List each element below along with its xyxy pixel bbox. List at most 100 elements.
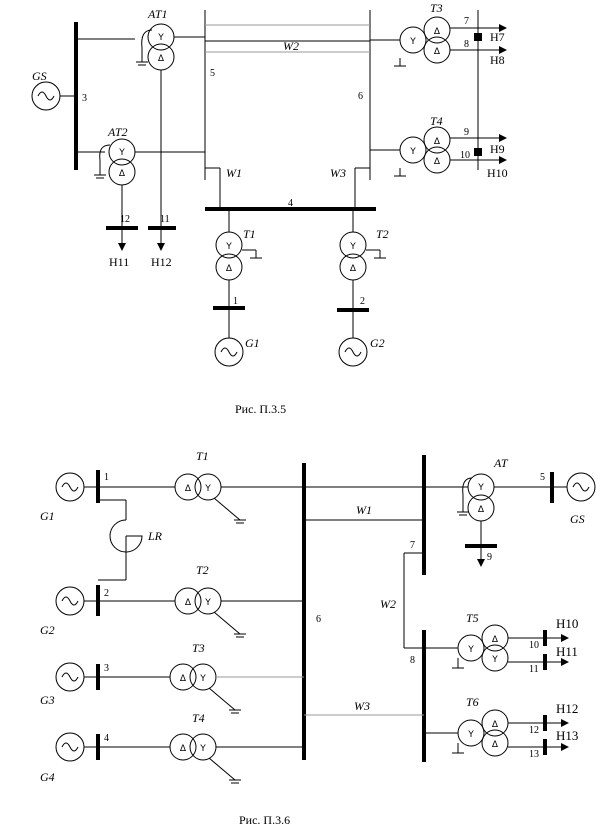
generator-g4-fig2 [55,732,85,762]
svg-text:Δ: Δ [434,47,441,57]
svg-text:Δ: Δ [434,157,441,167]
generator-g1-fig1 [214,337,244,367]
svg-text:Δ: Δ [158,54,165,64]
label-node-13: 13 [529,749,539,760]
transformer-t6: Y Δ Δ [452,709,509,757]
label-gs-fig1: GS [32,69,47,83]
label-w1-fig2: W1 [356,503,372,517]
generator-g1-fig2 [55,472,85,502]
svg-text:Δ: Δ [492,740,499,750]
svg-text:Y: Y [409,37,416,47]
svg-text:Δ: Δ [119,169,126,179]
label-h7: H7 [490,30,505,44]
transformer-t4: Y Δ Δ [394,126,451,177]
label-node-1-fig2: 1 [104,472,109,483]
label-node-6-fig2: 6 [316,614,321,625]
label-node-11-fig2: 11 [529,664,539,675]
label-node-4-fig2: 4 [104,733,109,744]
svg-text:Y: Y [477,483,484,493]
label-node-5-fig2: 5 [540,472,545,483]
svg-text:Y: Y [157,33,164,43]
svg-text:Y: Y [491,655,498,665]
label-t3: T3 [430,1,443,15]
svg-text:Y: Y [467,730,474,740]
label-node-8-fig2: 8 [410,655,415,666]
label-h12-fig2: H12 [556,701,578,716]
caption-figure-p35: Рис. П.3.5 [235,402,286,416]
label-node-12: 12 [120,214,130,225]
label-at1: AT1 [147,7,168,21]
label-node-4: 4 [288,198,293,209]
label-at: AT [493,456,509,470]
label-t1-fig2: T1 [196,449,209,463]
svg-text:Δ: Δ [478,505,485,515]
label-lr: LR [147,529,163,543]
label-g1-fig2: G1 [40,509,55,523]
label-gs-fig2: GS [570,512,585,526]
transformer-t2-fig2: Δ Y [174,587,246,638]
label-w3-fig1: W3 [330,166,346,180]
label-h12-fig1: H12 [151,255,172,269]
label-node-9-fig2: 9 [487,552,492,563]
label-node-5: 5 [210,68,215,79]
transformer-t5: Y Δ Y [452,624,509,672]
svg-text:Δ: Δ [180,674,187,684]
label-node-3: 3 [82,93,87,104]
svg-text:Δ: Δ [434,27,441,37]
svg-text:Δ: Δ [350,264,357,274]
svg-text:Δ: Δ [185,598,192,608]
label-w2-fig1: W2 [283,39,299,53]
generator-g3-fig2 [55,662,85,692]
label-g2-fig1: G2 [370,336,385,350]
transformer-t1-fig2: Δ Y [174,473,246,524]
label-t2-fig1: T2 [376,227,389,241]
label-node-2-fig2: 2 [104,588,109,599]
label-h11-fig1: H11 [109,255,129,269]
svg-text:Δ: Δ [434,137,441,147]
figure-p35: Y Δ Y Δ [31,1,508,416]
transformer-t1: Y Δ [215,231,262,281]
label-g3-fig2: G3 [40,693,55,707]
label-t4: T4 [430,114,443,128]
generator-gs-fig2 [566,472,596,502]
label-node-8-fig1: 8 [464,39,469,50]
label-h11-fig2: H11 [556,644,578,659]
reactor-lr [98,499,143,581]
label-node-1-fig1: 1 [233,296,238,307]
label-g4-fig2: G4 [40,770,55,784]
svg-text:Δ: Δ [492,720,499,730]
svg-text:Δ: Δ [180,744,187,754]
caption-figure-p36: Рис. П.3.6 [239,813,290,827]
label-h10-fig2: H10 [556,616,578,631]
transformer-t4-fig2: Δ Y [169,733,241,784]
label-node-12-fig2: 12 [529,725,539,736]
generator-g2-fig1 [338,337,368,367]
label-node-10-fig1: 10 [460,150,470,161]
autotransformer-at1: Y Δ [136,23,175,71]
svg-text:Δ: Δ [185,484,192,494]
label-t5: T5 [466,611,479,625]
label-t4-fig2: T4 [192,711,205,725]
label-t6: T6 [466,695,479,709]
svg-text:Y: Y [349,242,356,252]
label-node-9-fig1: 9 [464,127,469,138]
label-g1-fig1: G1 [245,336,260,350]
label-t1-fig1: T1 [243,227,256,241]
label-node-3-fig2: 3 [104,663,109,674]
svg-text:Δ: Δ [492,635,499,645]
svg-text:Y: Y [204,484,211,494]
autotransformer-at: Y Δ [457,473,495,522]
label-h8: H8 [490,53,505,67]
svg-text:Y: Y [467,645,474,655]
label-t3-fig2: T3 [192,641,205,655]
autotransformer-at2: Y Δ [94,138,136,186]
label-w3-fig2: W3 [354,699,370,713]
svg-text:Y: Y [199,674,206,684]
transformer-t3-fig2: Δ Y [169,663,241,714]
svg-text:Y: Y [225,242,232,252]
transformer-t3: Y Δ Δ [394,16,451,67]
label-node-7-fig1: 7 [464,16,469,27]
label-node-2-fig1: 2 [360,296,365,307]
label-t2-fig2: T2 [196,563,209,577]
